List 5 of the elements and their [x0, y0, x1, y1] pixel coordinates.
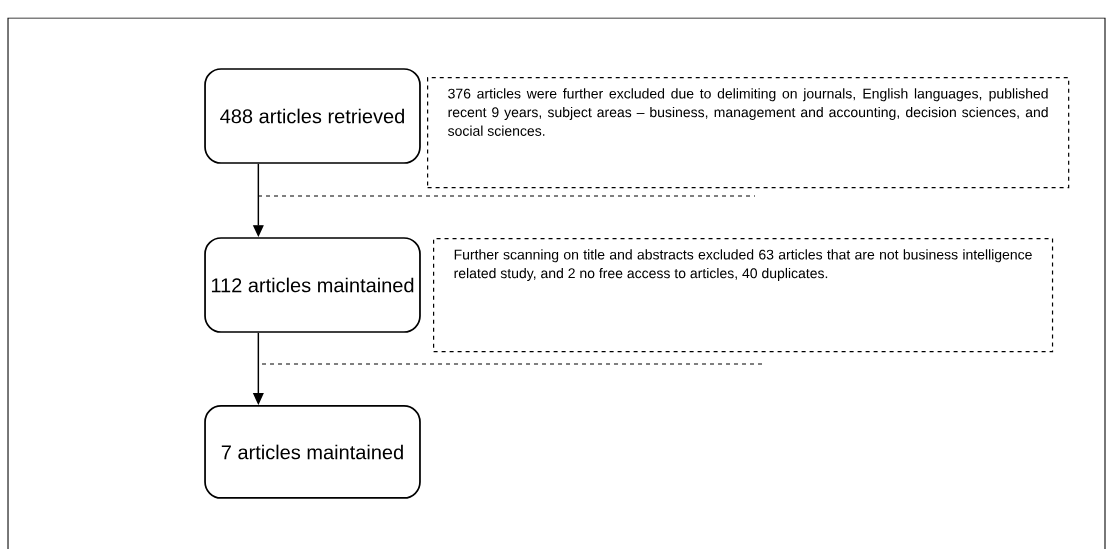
- note-box: 376 articles were further excluded due to delimiting on journals, English languages, published recent 9 years, subject areas – business, management and accounting, decision sciences, and social sciences.: [427, 77, 1070, 189]
- step-box: 7 articles maintained: [204, 405, 421, 499]
- step-box: 488 articles retrieved: [204, 68, 421, 164]
- step-box: 112 articles maintained: [204, 237, 421, 333]
- note-box: Further scanning on title and abstracts excluded 63 articles that are not business intelligence related study, and 2 no free access to articles, 40 duplicates.: [433, 238, 1054, 353]
